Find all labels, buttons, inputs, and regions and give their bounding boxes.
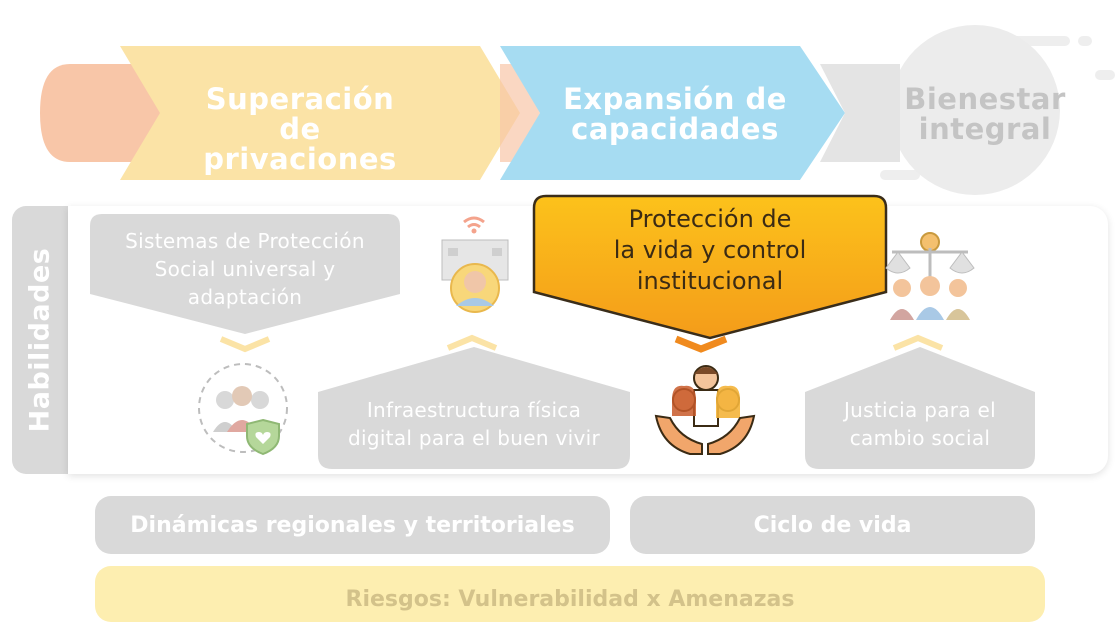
social-protection-box <box>90 214 400 334</box>
wellbeing-circle <box>890 25 1060 195</box>
chevron-down-icon <box>219 336 271 353</box>
stage-1-line-2: de privaciones <box>203 112 397 176</box>
social-line-1: Sistemas de Protección <box>125 229 365 253</box>
stage-1-text: Superación de privaciones <box>185 84 415 174</box>
stage-2-line-2: capacidades <box>571 112 779 146</box>
justice-scales-icon <box>885 232 975 320</box>
stage-band-yellow <box>120 46 520 180</box>
stage-3-text: Bienestar integral <box>900 84 1070 144</box>
highlight-line-1: Protección de <box>628 205 792 233</box>
stage-2-line-1: Expansión de <box>563 82 787 116</box>
progression-arrow <box>40 25 1115 195</box>
life-cycle-bar: Ciclo de vida <box>630 496 1035 554</box>
risks-text: Riesgos: Vulnerabilidad x Amenazas <box>345 586 795 612</box>
justice-line-1: Justicia para el <box>843 398 996 422</box>
stage-1-line-1: Superación <box>205 82 395 116</box>
infra-line-2: digital para el buen vivir <box>347 426 601 450</box>
stage-band-blue <box>500 46 845 180</box>
social-protection-text: Sistemas de Protección Social universal … <box>90 227 400 311</box>
chevron-down-icon <box>674 335 728 353</box>
life-cycle-text: Ciclo de vida <box>753 512 912 538</box>
regional-dynamics-text: Dinámicas regionales y territoriales <box>130 512 575 538</box>
justice-box <box>805 347 1035 469</box>
habilidades-label: Habilidades <box>12 206 68 474</box>
protection-highlight-text: Protección de la vida y control instituc… <box>560 204 860 297</box>
highlight-line-3: institucional <box>636 267 784 295</box>
chevron-up-icon <box>446 334 498 351</box>
infrastructure-text: Infraestructura física digital para el b… <box>318 396 630 452</box>
stage-3-line-2: integral <box>918 112 1052 146</box>
risks-bar: Riesgos: Vulnerabilidad x Amenazas <box>95 566 1045 622</box>
digital-infrastructure-icon <box>441 216 509 313</box>
regional-dynamics-bar: Dinámicas regionales y territoriales <box>95 496 610 554</box>
stage-2-text: Expansión de capacidades <box>560 84 790 144</box>
infrastructure-box <box>318 347 630 469</box>
protection-highlight-box <box>532 194 888 340</box>
social-line-2: Social universal y <box>154 257 336 281</box>
highlight-line-2: la vida y control <box>613 236 807 264</box>
social-line-3: adaptación <box>187 285 303 309</box>
community-shield-icon <box>198 363 288 456</box>
infra-line-1: Infraestructura física <box>366 398 582 422</box>
family-hands-icon <box>654 365 756 455</box>
justice-text: Justicia para el cambio social <box>805 396 1035 452</box>
justice-line-2: cambio social <box>849 426 991 450</box>
stage-3-line-1: Bienestar <box>904 82 1066 116</box>
chevron-up-icon <box>892 334 944 351</box>
